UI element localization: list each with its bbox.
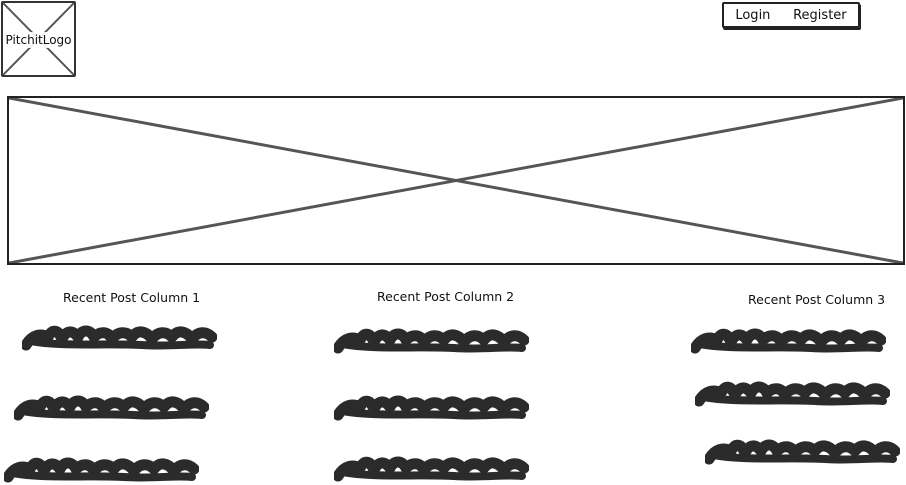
register-link[interactable]: Register	[793, 7, 847, 23]
column-3-title: Recent Post Column 3	[748, 292, 886, 307]
hero-image-placeholder	[7, 96, 905, 265]
post-text-placeholder	[4, 455, 199, 485]
placeholder-cross-icon	[9, 98, 903, 263]
post-text-placeholder	[691, 326, 886, 356]
logo-label: PitchitLogo	[3, 32, 74, 48]
column-2-title: Recent Post Column 2	[377, 289, 515, 304]
post-text-placeholder	[334, 454, 529, 484]
post-text-placeholder	[334, 326, 529, 356]
post-text-placeholder	[14, 393, 209, 423]
post-text-placeholder	[705, 437, 900, 467]
logo-placeholder[interactable]: PitchitLogo	[1, 1, 76, 77]
post-text-placeholder	[22, 323, 217, 353]
post-text-placeholder	[695, 379, 890, 409]
auth-nav: Login Register	[722, 2, 860, 28]
post-text-placeholder	[334, 393, 529, 423]
login-link[interactable]: Login	[735, 7, 771, 23]
column-1-title: Recent Post Column 1	[63, 290, 201, 305]
